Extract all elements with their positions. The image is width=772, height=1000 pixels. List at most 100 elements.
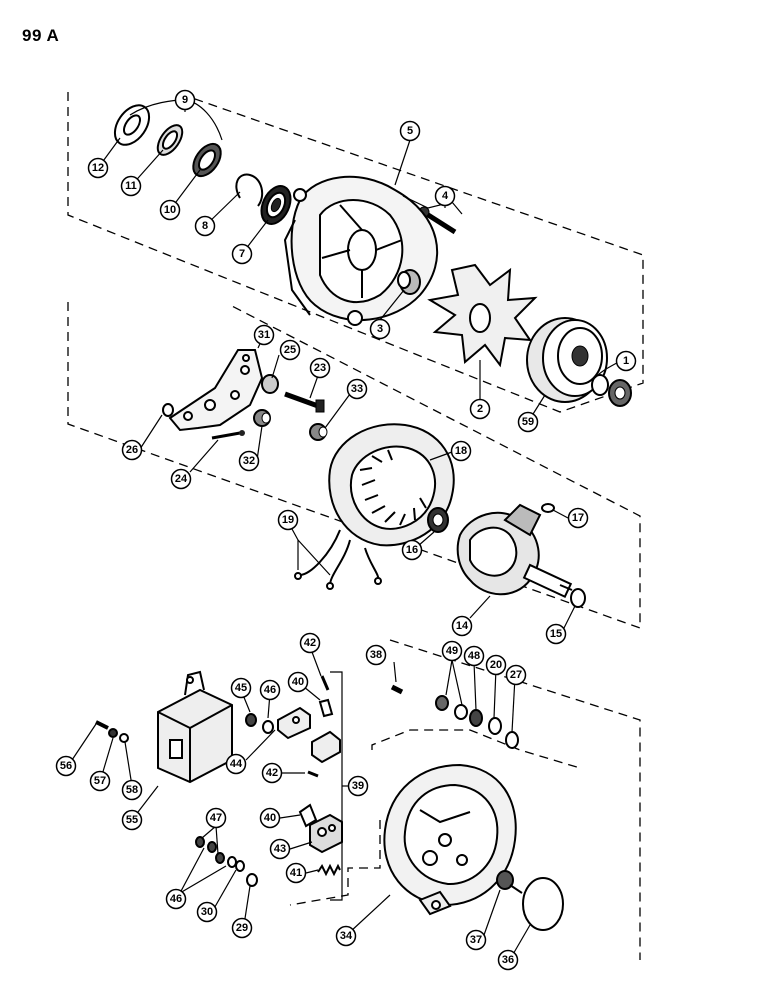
svg-text:32: 32 [243,455,255,467]
washers-27-49-part [435,695,519,749]
pulley-59-part [526,317,608,403]
callout-11: 11 [120,175,142,197]
screw-23-part [284,391,325,413]
callout-43: 43 [269,838,291,860]
callout-58: 58 [121,779,143,801]
insulator-32-part [253,409,271,427]
callout-41: 41 [285,862,307,884]
callout-7: 7 [231,243,253,265]
svg-text:49: 49 [446,645,458,657]
nut-1-part [591,374,632,407]
callout-25: 25 [279,339,301,361]
callout-30: 30 [196,901,218,923]
callout-4: 4 [434,185,456,207]
stator-18-part [294,423,455,590]
svg-text:16: 16 [406,544,418,556]
callout-8: 8 [194,215,216,237]
callout-47: 47 [205,807,227,829]
callout-31: 31 [253,324,275,346]
hardware-45-46-part [245,713,274,734]
svg-text:11: 11 [125,180,137,192]
svg-text:46: 46 [264,684,276,696]
svg-text:42: 42 [266,767,278,779]
spacer-3-part [397,269,421,295]
svg-text:17: 17 [572,512,584,524]
callout-20: 20 [485,654,507,676]
svg-text:39: 39 [352,780,364,792]
svg-text:42: 42 [304,637,316,649]
svg-text:31: 31 [258,329,270,341]
svg-text:58: 58 [126,784,138,796]
insulator-33-part [309,423,328,441]
screw-38-part [390,684,404,695]
callout-12: 12 [87,157,109,179]
svg-text:47: 47 [210,812,222,824]
callout-10: 10 [159,199,181,221]
callout-55: 55 [121,809,143,831]
callout-39: 39 [347,775,369,797]
svg-text:23: 23 [314,362,326,374]
callout-42-lower: 42 [261,762,283,784]
ring-11-part [156,124,184,156]
svg-text:55: 55 [126,814,138,826]
svg-text:12: 12 [92,162,104,174]
svg-text:34: 34 [340,930,353,942]
callout-42-upper: 42 [299,632,321,654]
svg-text:5: 5 [407,125,413,137]
callout-33: 33 [346,378,368,400]
callout-18: 18 [450,440,472,462]
svg-text:37: 37 [470,934,482,946]
callout-24: 24 [170,468,192,490]
svg-text:45: 45 [235,682,247,694]
ring-15-part [570,588,586,608]
svg-text:27: 27 [510,669,522,681]
svg-text:9: 9 [182,94,188,106]
spring-41-part [317,863,341,877]
o-ring-36-part [522,877,564,931]
parts [95,104,632,931]
svg-text:59: 59 [522,416,534,428]
rear-outline-top [371,729,581,769]
callout-3: 3 [369,318,391,340]
svg-text:40: 40 [292,676,304,688]
callout-46-upper: 46 [259,679,281,701]
ring-10-part [192,142,222,178]
svg-text:46: 46 [170,893,182,905]
callout-48: 48 [463,645,485,667]
svg-text:20: 20 [490,659,502,671]
svg-text:30: 30 [201,906,213,918]
callout-16: 16 [401,539,423,561]
svg-text:26: 26 [126,444,138,456]
callout-1: 1 [615,350,637,372]
group-outlines [67,91,644,960]
svg-text:1: 1 [623,355,629,367]
rear-housing-group-outline [389,639,641,960]
svg-text:15: 15 [550,628,562,640]
svg-text:18: 18 [455,445,467,457]
svg-text:57: 57 [94,775,106,787]
regulator-55-part [157,670,233,784]
svg-text:33: 33 [351,383,363,395]
svg-text:36: 36 [502,954,514,966]
insulator-25-part [261,374,279,394]
callout-59: 59 [517,411,539,433]
callout-44: 44 [225,753,247,775]
front-housing-5-part [283,175,439,326]
svg-text:48: 48 [468,650,480,662]
svg-text:19: 19 [282,514,294,526]
bracket-31-part [168,349,264,432]
svg-text:14: 14 [456,620,469,632]
snap-ring-8-part [235,173,264,207]
callout-19: 19 [277,509,299,531]
fan-2-part [427,263,538,368]
screw-24-part [211,430,245,440]
callout-38: 38 [365,644,387,666]
rotor-14-part [456,503,573,599]
svg-text:3: 3 [377,323,383,335]
callout-45: 45 [230,677,252,699]
callout-5: 5 [399,120,421,142]
front-housing-group-outline [67,91,644,413]
callout-37: 37 [465,929,487,951]
hardware-29-47-part [195,836,258,887]
